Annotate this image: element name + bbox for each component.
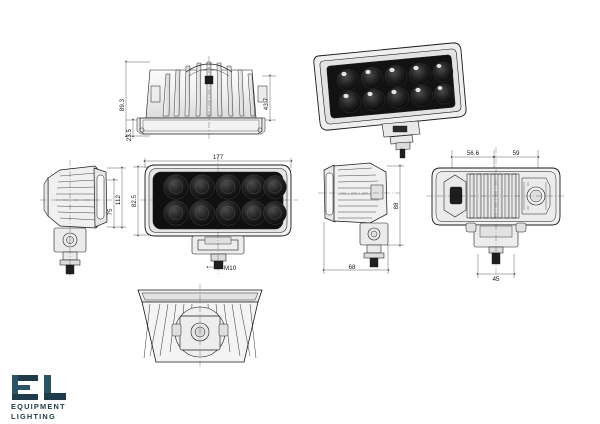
dim-label-m10: M10 — [224, 265, 237, 272]
pivot-outer-mid-left — [62, 232, 78, 248]
dimension-lines-rear-bottom — [476, 254, 516, 278]
view-mid-right-side: 88 68 — [318, 162, 404, 274]
mount-stud-isometric — [395, 141, 411, 151]
lens-rim-top-left — [139, 117, 263, 135]
lens-face-mid-right — [325, 172, 334, 216]
screw-left-top-left — [139, 127, 145, 133]
dim-label-112: 112 — [115, 194, 122, 205]
thread-stud-mid-center — [213, 260, 224, 270]
dim-label-68: 68 — [348, 264, 356, 271]
dimension-lines-mid-left — [107, 166, 126, 229]
dim-label-82-5: 82.5 — [131, 194, 138, 207]
dim-label-177: 177 — [213, 154, 224, 161]
lens-face-mid-left — [96, 174, 105, 220]
cooling-fins-top-left — [162, 61, 256, 117]
fin-edge-left-bottom — [143, 303, 151, 359]
brand-name-line2: LIGHTING — [11, 411, 56, 421]
bracket-slot-isometric — [392, 125, 408, 133]
led-array-isometric — [336, 61, 455, 113]
pivot-outer-mid-right — [367, 227, 381, 241]
el-monogram-icon — [12, 375, 66, 400]
dimension-lines-mid-right — [322, 164, 404, 274]
dim-label-45: 45 — [492, 276, 500, 283]
vent-slots-rear — [523, 182, 547, 210]
nut-mid-center — [210, 253, 227, 262]
bolt-left-bottom — [171, 323, 182, 337]
view-mid-left-side: 112 75 — [40, 160, 126, 278]
view-mid-center-front: 177 82.5 M10 — [131, 154, 298, 275]
dimension-lines-top-left — [125, 60, 276, 138]
led-row-bottom-mid-center — [163, 200, 287, 226]
connector-port-rear — [449, 186, 463, 205]
bolt-right-bottom — [218, 323, 229, 337]
rim-inner-top-left — [142, 119, 260, 132]
led-array-mid-center — [163, 174, 287, 226]
dim-label-23-5: 23.5 — [126, 128, 133, 141]
bolt-right-rear — [515, 222, 527, 233]
led-row-top-mid-center — [163, 174, 287, 200]
housing-mid-right — [333, 162, 388, 224]
screw-right-top-left — [257, 127, 263, 133]
side-brackets-top-left — [150, 85, 268, 103]
view-top-left: 89.3 43.7 23.5 — [119, 56, 276, 141]
brand-name: EQUIPMENT LIGHTING — [11, 402, 66, 421]
mount-bracket-isometric — [381, 120, 421, 145]
stud-shaft-isometric — [399, 148, 406, 159]
dimension-lines-rear — [450, 150, 540, 170]
dim-label-75: 75 — [107, 208, 114, 216]
rear-boss-mid-right — [370, 184, 384, 200]
rear-cap-mid-left — [43, 177, 49, 217]
view-mid-right-rear: 56.6 59 45 — [426, 147, 566, 283]
nut-mid-right — [363, 252, 385, 259]
dim-label-88: 88 — [393, 202, 400, 210]
bolt-left-rear — [465, 222, 477, 233]
led-row-bottom-isometric — [338, 83, 455, 113]
dim-label-59: 59 — [512, 150, 520, 157]
view-bottom-center — [137, 284, 263, 368]
brand-logo: EQUIPMENT LIGHTING — [10, 374, 114, 421]
pivot-inner-mid-right — [370, 230, 378, 238]
view-top-right-isometric — [313, 42, 467, 159]
thread-stud-mid-right — [369, 257, 379, 268]
dim-label-89-3: 89.3 — [119, 98, 126, 111]
brand-name-line1: EQUIPMENT — [11, 402, 66, 411]
stem-mid-right — [366, 244, 382, 254]
fin-edge-right-bottom — [249, 303, 257, 359]
dim-label-43-7: 43.7 — [263, 97, 270, 110]
dim-label-56-6: 56.6 — [467, 150, 480, 157]
led-row-top-isometric — [336, 61, 454, 91]
